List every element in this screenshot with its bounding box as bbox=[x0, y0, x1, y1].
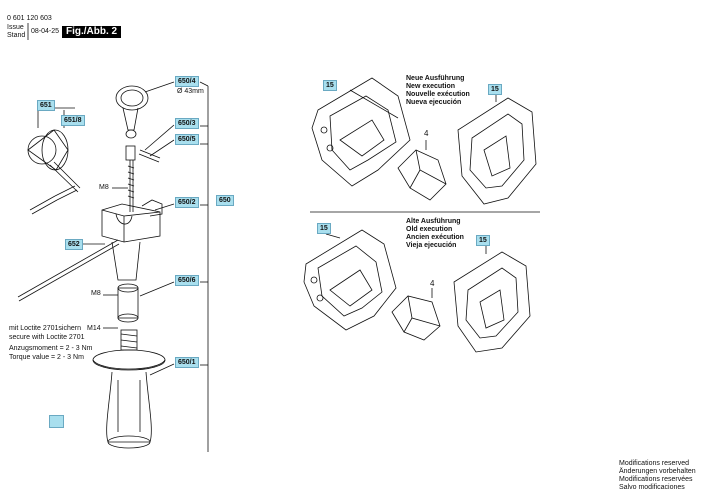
callout-651: 651 bbox=[37, 100, 55, 111]
new-callout-15-right: 15 bbox=[488, 84, 502, 95]
new-exec-de: Neue Ausführung bbox=[406, 75, 465, 82]
callout-650-3: 650/3 bbox=[175, 118, 199, 129]
empty-callout-box bbox=[49, 415, 64, 428]
footer-line-2: Änderungen vorbehalten bbox=[619, 468, 696, 475]
diameter-label: Ø 43mm bbox=[177, 88, 204, 95]
new-exec-es: Nueva ejecución bbox=[406, 99, 462, 106]
callout-650: 650 bbox=[216, 195, 234, 206]
old-exec-de: Alte Ausführung bbox=[406, 218, 461, 225]
old-callout-15-left: 15 bbox=[317, 223, 331, 234]
torque-en: Torque value = 2 - 3 Nm bbox=[9, 354, 84, 361]
callout-650-2: 650/2 bbox=[175, 197, 199, 208]
new-callout-4: 4 bbox=[424, 129, 429, 138]
m8-top-label: M8 bbox=[99, 184, 109, 191]
torque-de: Anzugsmoment = 2 - 3 Nm bbox=[9, 345, 93, 352]
old-exec-en: Old execution bbox=[406, 226, 453, 233]
loctite-en: secure with Loctite 2701 bbox=[9, 334, 85, 341]
old-callout-15-right: 15 bbox=[476, 235, 490, 246]
callout-652: 652 bbox=[65, 239, 83, 250]
callout-651-8: 651/8 bbox=[61, 115, 85, 126]
stand-label: Stand bbox=[7, 32, 26, 39]
new-exec-fr: Nouvelle exécution bbox=[406, 91, 470, 98]
callout-650-5: 650/5 bbox=[175, 134, 199, 145]
issue-date: 08-04-25 bbox=[31, 28, 60, 35]
old-exec-es: Vieja ejecución bbox=[406, 242, 457, 249]
new-exec-en: New execution bbox=[406, 83, 456, 90]
part-number: 0 601 120 603 bbox=[7, 15, 52, 22]
m14-label: M14 bbox=[87, 325, 101, 332]
old-exec-fr: Ancien exécution bbox=[406, 234, 464, 241]
footer-line-1: Modifications reserved bbox=[619, 460, 690, 467]
old-callout-4: 4 bbox=[430, 279, 435, 288]
m8-mid-label: M8 bbox=[91, 290, 101, 297]
footer-line-4: Salvo modificaciones bbox=[619, 484, 685, 491]
callout-650-4: 650/4 bbox=[175, 76, 199, 87]
loctite-de: mit Loctite 2701sichern bbox=[9, 325, 81, 332]
callout-650-1: 650/1 bbox=[175, 357, 199, 368]
callout-650-6: 650/6 bbox=[175, 275, 199, 286]
figure-label: Fig./Abb. 2 bbox=[62, 26, 122, 38]
new-callout-15-left: 15 bbox=[323, 80, 337, 91]
issue-label: Issue bbox=[7, 24, 24, 31]
footer-line-3: Modifications reservées bbox=[619, 476, 693, 483]
